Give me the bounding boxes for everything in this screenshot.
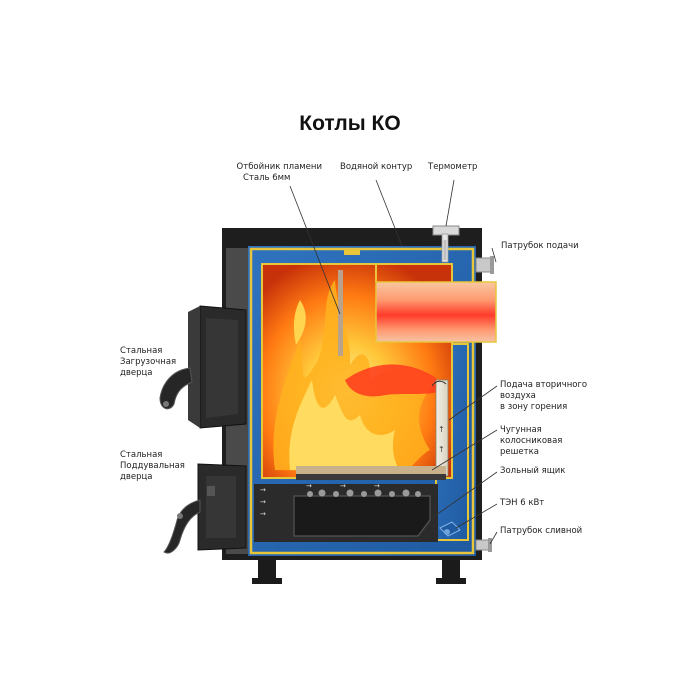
label-ash-door-line2: Поддувальная	[120, 461, 185, 471]
boiler-leg-foot-left	[252, 578, 282, 584]
label-secondary-air-line2: воздуха	[500, 391, 536, 401]
loading-door-handle	[159, 367, 193, 410]
svg-text:↑: ↑	[438, 425, 445, 434]
ash-pile	[307, 489, 421, 497]
label-water-circuit: Водяной контур	[340, 162, 413, 172]
svg-text:→: →	[260, 486, 266, 494]
label-loading-door-line3: дверца	[120, 368, 153, 378]
label-loading-door: Стальная Загрузочная дверца	[120, 346, 176, 379]
cast-iron-grate	[296, 466, 446, 480]
label-secondary-air: Подача вторичного воздуха в зону горения	[500, 380, 587, 413]
label-grate-line2: колосниковая	[500, 436, 563, 446]
label-grate: Чугунная колосниковая решетка	[500, 425, 562, 458]
label-heater: ТЭН 6 кВт	[500, 498, 545, 508]
label-loading-door-line2: Загрузочная	[120, 357, 177, 367]
supply-pipe	[475, 256, 494, 274]
label-loading-door-line1: Стальная	[120, 346, 163, 356]
page-title: Котлы КО	[299, 112, 401, 135]
label-grate-line1: Чугунная	[500, 425, 542, 435]
svg-text:→: →	[340, 482, 346, 490]
flue-channel	[375, 281, 497, 343]
label-flame-deflector-line1: Отбойник пламени	[236, 162, 322, 172]
leader-lines	[289, 179, 498, 545]
ash-door-handle	[163, 499, 201, 554]
insulation-outline	[249, 247, 475, 555]
label-secondary-air-line3: в зону горения	[500, 402, 568, 412]
label-flame-deflector: Отбойник пламени Сталь 6мм	[214, 162, 322, 184]
svg-text:→: →	[306, 482, 312, 490]
label-supply-pipe: Патрубок подачи	[501, 241, 579, 251]
svg-text:↑: ↑	[438, 445, 445, 454]
label-ash-door: Стальная Поддувальная дверца	[120, 450, 185, 483]
label-flame-deflector-line2: Сталь 6мм	[243, 173, 291, 183]
svg-text:→: →	[260, 498, 266, 506]
label-thermometer: Термометр	[428, 162, 478, 172]
flame-deflector	[338, 270, 343, 356]
boiler-leg-left	[258, 556, 276, 582]
primary-air-arrows: → → → → → →	[260, 482, 380, 518]
label-grate-line3: решетка	[500, 447, 539, 457]
label-secondary-air-line1: Подача вторичного	[500, 380, 588, 390]
svg-text:→: →	[260, 510, 266, 518]
flames	[273, 280, 443, 472]
svg-text:→: →	[374, 482, 380, 490]
boiler-leg-foot-right	[436, 578, 466, 584]
drain-pipe	[475, 538, 492, 552]
ash-door	[163, 463, 247, 554]
heater-element	[439, 521, 461, 537]
ash-box	[293, 495, 431, 537]
label-ash-box: Зольный ящик	[500, 466, 566, 476]
boiler-leg-right	[442, 556, 460, 582]
top-baffle	[344, 250, 360, 255]
loading-door	[159, 305, 247, 429]
label-ash-door-line3: дверца	[120, 472, 153, 482]
label-ash-door-line1: Стальная	[120, 450, 163, 460]
label-drain-pipe: Патрубок сливной	[500, 526, 583, 536]
